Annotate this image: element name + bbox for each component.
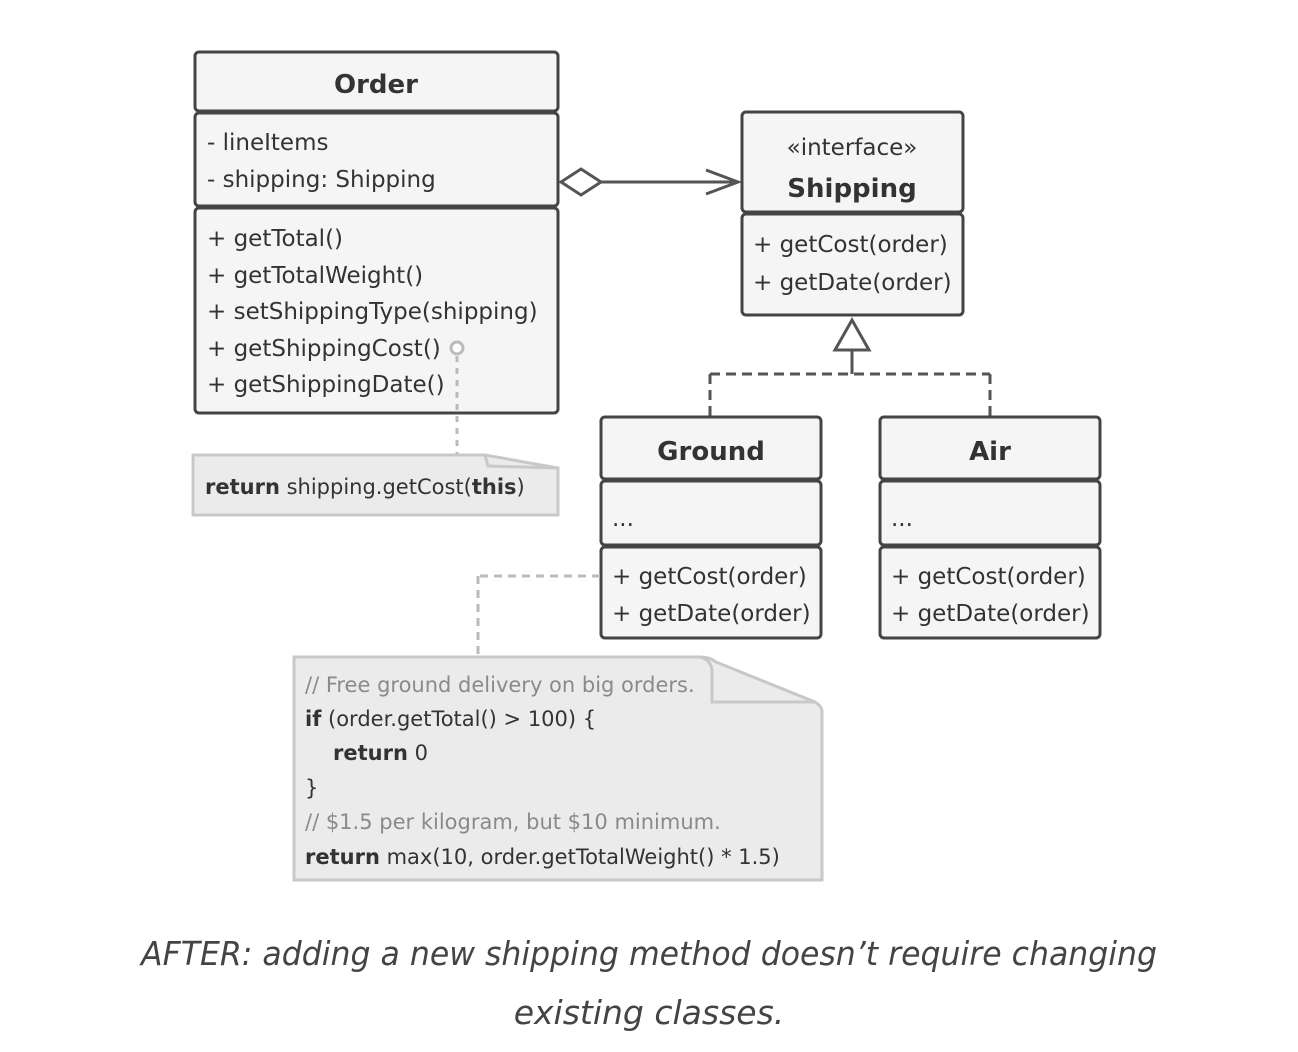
order-method: + getShippingDate() xyxy=(207,372,445,398)
order-method: + getTotalWeight() xyxy=(207,263,423,289)
ground-note: // Free ground delivery on big orders. i… xyxy=(292,655,824,882)
caption-line-1: AFTER: adding a new shipping method does… xyxy=(139,934,1157,973)
ground-method: + getDate(order) xyxy=(612,601,811,627)
order-method: + setShippingType(shipping) xyxy=(207,299,538,325)
interface-stereotype: «interface» xyxy=(787,135,918,161)
code-comment: // $1.5 per kilogram, but $10 minimum. xyxy=(305,810,721,834)
order-note-connector xyxy=(449,340,465,455)
realization-arrow xyxy=(708,316,992,416)
ground-attributes: ... xyxy=(612,506,634,532)
ground-class-name: Ground xyxy=(657,437,765,467)
ground-class: Ground ... + getCost(order) + getDate(or… xyxy=(599,415,823,640)
air-attributes: ... xyxy=(891,506,913,532)
air-class-name: Air xyxy=(969,437,1011,467)
code-line: return 0 xyxy=(333,741,428,765)
order-class: Order - lineItems - shipping: Shipping +… xyxy=(193,50,560,415)
order-class-name: Order xyxy=(334,70,418,100)
shipping-interface: «interface» Shipping + getCost(order) + … xyxy=(740,110,965,317)
aggregation-arrow xyxy=(558,167,743,197)
code-comment: // Free ground delivery on big orders. xyxy=(305,673,695,697)
air-method: + getDate(order) xyxy=(891,601,1090,627)
shipping-method: + getDate(order) xyxy=(753,270,952,296)
ground-note-connector xyxy=(476,574,600,657)
shipping-method: + getCost(order) xyxy=(753,232,948,258)
order-note-code: return shipping.getCost(this) xyxy=(205,475,525,499)
air-method: + getCost(order) xyxy=(891,564,1086,590)
order-note: return shipping.getCost(this) xyxy=(191,453,560,517)
order-attribute: - lineItems xyxy=(207,130,328,156)
code-line: } xyxy=(305,776,318,800)
code-line: return max(10, order.getTotalWeight() * … xyxy=(305,845,780,869)
caption-line-2: existing classes. xyxy=(514,993,785,1032)
order-method: + getShippingCost() xyxy=(207,336,441,362)
code-line: if (order.getTotal() > 100) { xyxy=(305,707,596,731)
air-class: Air ... + getCost(order) + getDate(order… xyxy=(878,415,1102,640)
shipping-class-name: Shipping xyxy=(787,174,916,204)
order-attribute: - shipping: Shipping xyxy=(207,167,436,193)
ground-method: + getCost(order) xyxy=(612,564,807,590)
order-method: + getTotal() xyxy=(207,226,343,252)
